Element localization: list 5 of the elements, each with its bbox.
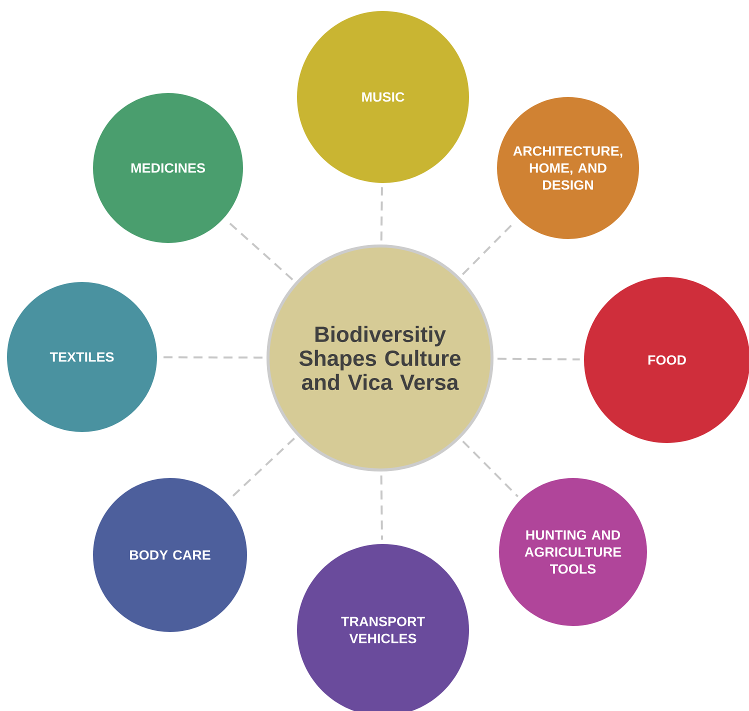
connector-line xyxy=(498,358,580,360)
connector-line xyxy=(380,187,383,241)
connector-line xyxy=(161,356,263,359)
connector-line xyxy=(462,440,519,498)
connector-line xyxy=(380,475,383,540)
